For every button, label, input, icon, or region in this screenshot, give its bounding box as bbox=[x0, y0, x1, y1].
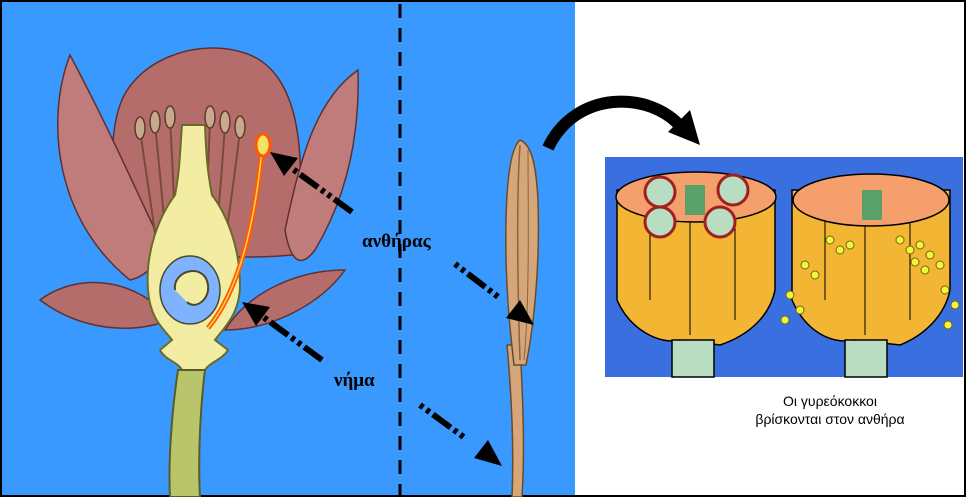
stem bbox=[169, 370, 205, 497]
pollen-caption: Οι γυρεόκοκκοι βρίσκονται στον ανθήρα bbox=[700, 392, 960, 428]
caption-line-2: βρίσκονται στον ανθήρα bbox=[700, 410, 960, 428]
anther-inset bbox=[605, 157, 963, 377]
filament-label: νήμα bbox=[334, 370, 375, 392]
caption-line-1: Οι γυρεόκοκκοι bbox=[700, 392, 960, 410]
anther-label: ανθήρας bbox=[362, 231, 431, 253]
highlighted-anther bbox=[256, 134, 270, 156]
